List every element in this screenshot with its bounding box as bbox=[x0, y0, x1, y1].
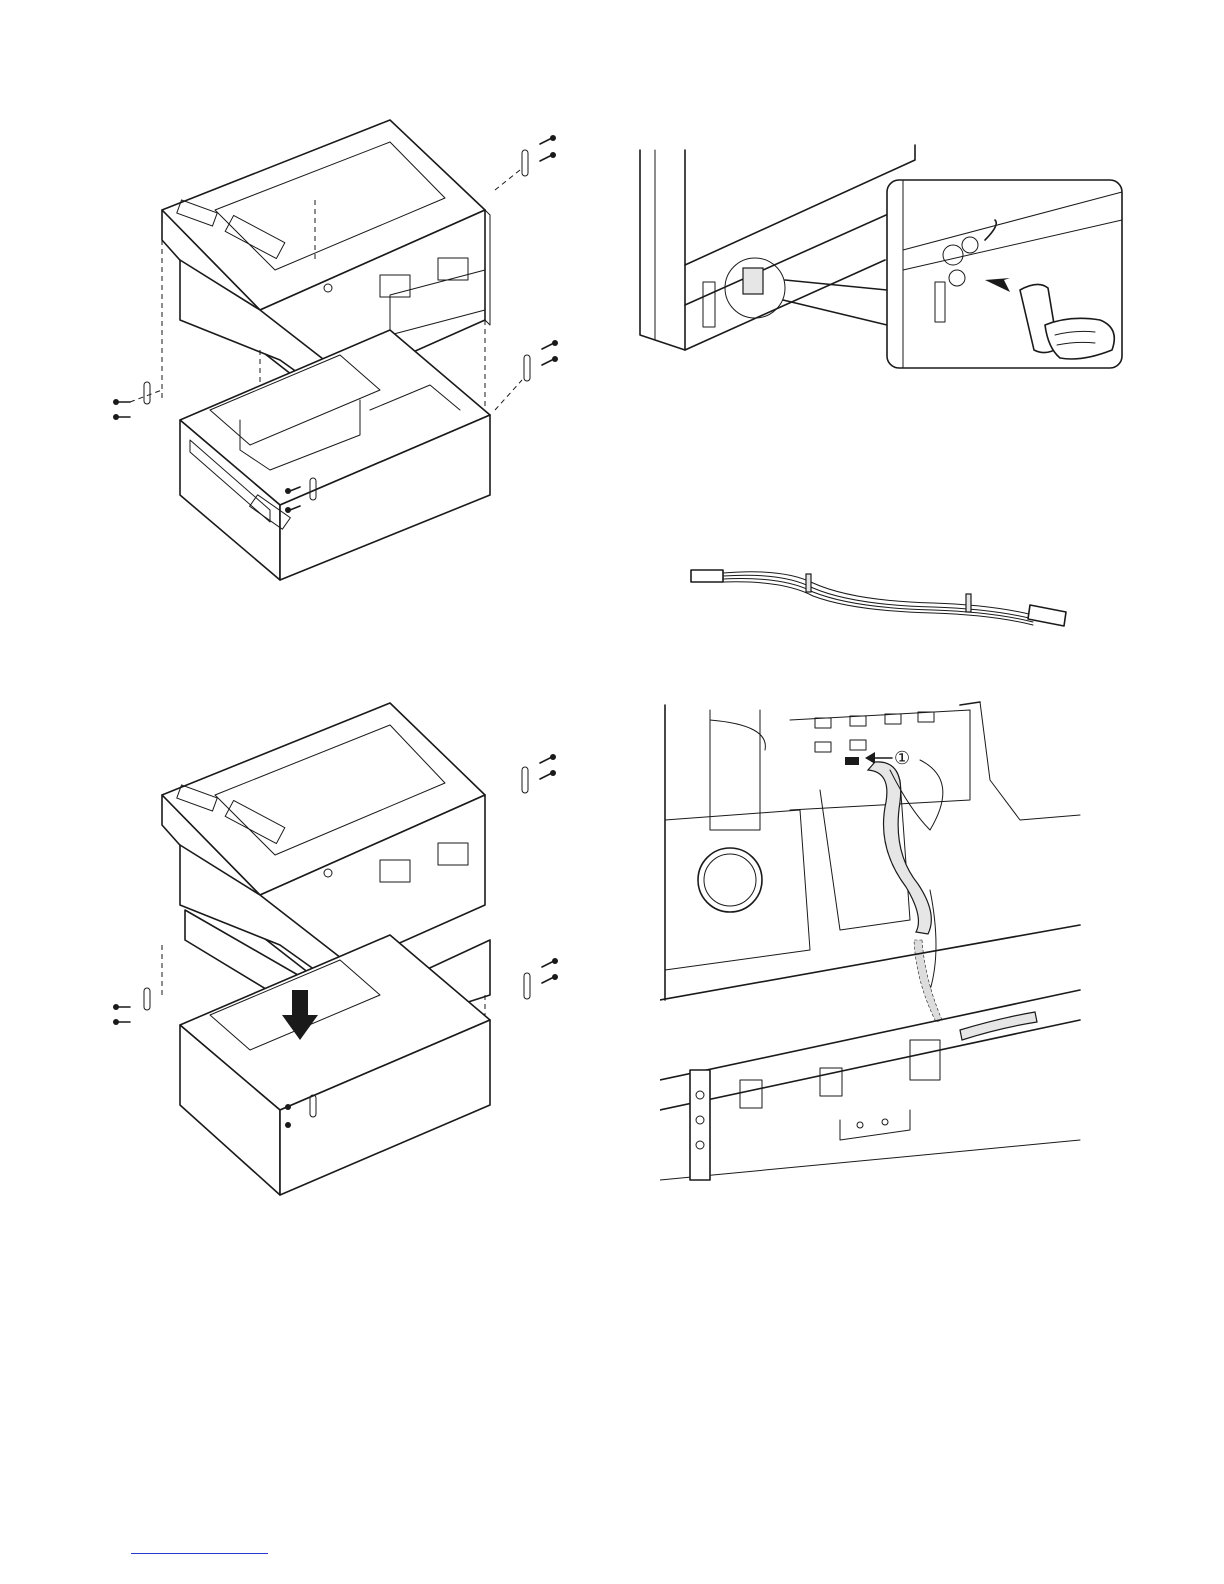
figure-connector-detail bbox=[635, 140, 1125, 370]
screw-icon bbox=[524, 958, 558, 999]
cable-end bbox=[960, 1012, 1037, 1040]
footer-link-underline[interactable] bbox=[131, 1553, 268, 1554]
cable-connector-right bbox=[1028, 605, 1066, 626]
screw-icon bbox=[113, 988, 150, 1025]
figure-copier-on-desk bbox=[100, 695, 580, 1200]
cable-connector-left bbox=[691, 570, 723, 582]
callout-label: ① bbox=[894, 748, 910, 769]
board-connector bbox=[845, 757, 859, 765]
figure-harness-cable bbox=[688, 560, 1073, 630]
figure-connector-wiring: ① bbox=[660, 700, 1090, 1200]
screw-icon bbox=[524, 340, 558, 381]
figure-copier-screws-removed bbox=[100, 110, 580, 590]
screw-icon bbox=[522, 135, 556, 176]
hand-icon bbox=[1045, 318, 1114, 359]
screw-icon bbox=[522, 754, 556, 793]
connector-cover bbox=[743, 268, 763, 294]
motor bbox=[698, 848, 762, 912]
